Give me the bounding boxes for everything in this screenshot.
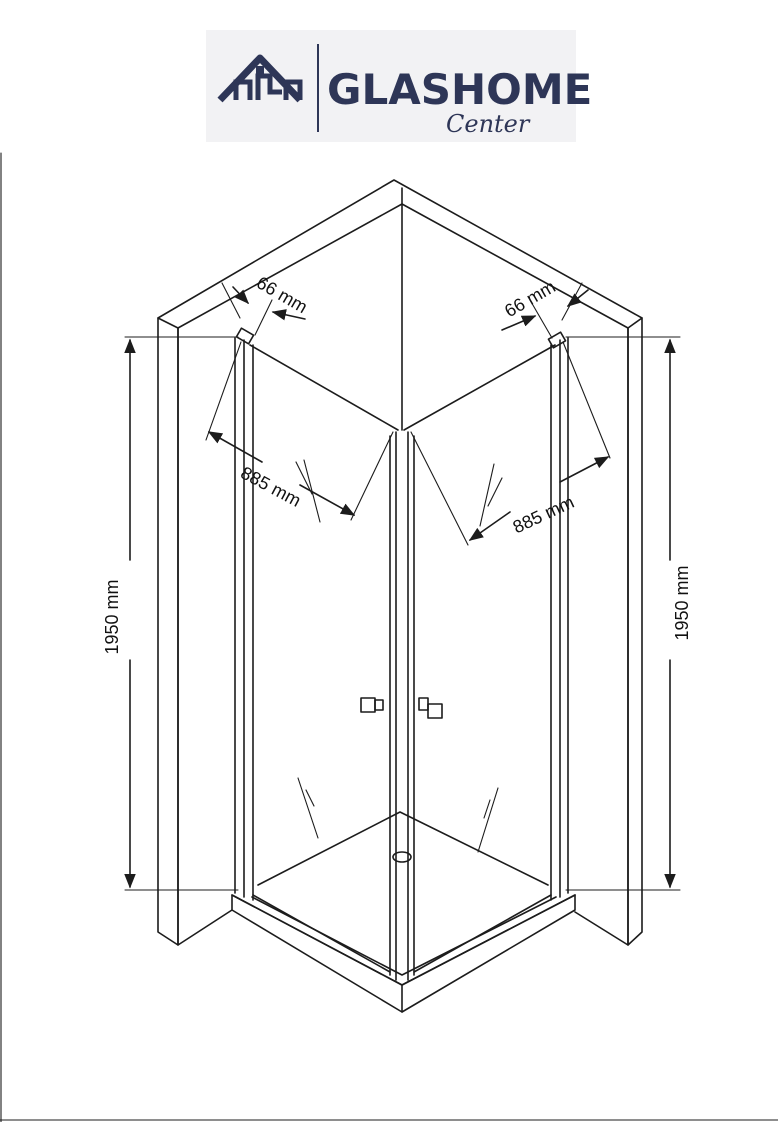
- right-door: [235, 327, 569, 981]
- brand-name: GLASHOME: [327, 65, 592, 114]
- right-width-dimension: 885 mm: [410, 341, 611, 546]
- brand-logo: GLASHOME Center: [206, 30, 592, 142]
- right-height-dimension: 1950 mm: [565, 336, 692, 891]
- drain-icon: [392, 851, 412, 863]
- right-profile-label: 66 mm: [501, 276, 559, 321]
- left-door: [234, 337, 397, 981]
- left-width-label: 885 mm: [237, 463, 304, 511]
- left-height-label: 1950 mm: [102, 579, 122, 654]
- house-logo-icon: [217, 54, 303, 103]
- left-handle-icon: [360, 697, 376, 713]
- right-height-label: 1950 mm: [672, 565, 692, 640]
- right-width-label: 885 mm: [510, 492, 577, 538]
- brand-tagline: Center: [446, 110, 531, 138]
- left-profile-label: 66 mm: [253, 272, 311, 317]
- left-profile-dimension: 66 mm: [221, 272, 311, 336]
- back-walls: [157, 179, 643, 946]
- right-handle-icon: [427, 703, 443, 719]
- left-width-dimension: 885 mm: [205, 341, 394, 521]
- left-height-dimension: 1950 mm: [102, 336, 239, 891]
- right-profile-dimension: 66 mm: [501, 276, 589, 339]
